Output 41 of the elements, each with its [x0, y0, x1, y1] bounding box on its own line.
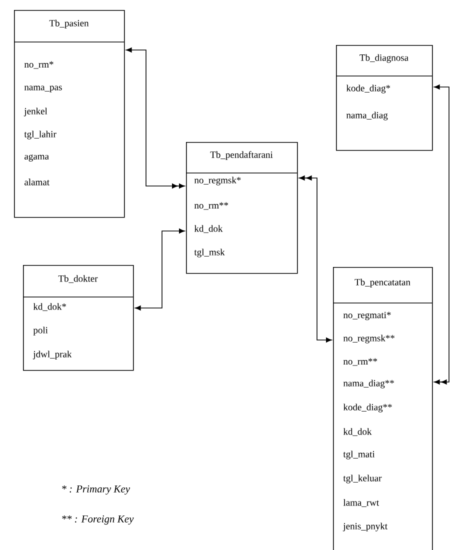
table-name: Tb_dokter	[58, 275, 98, 283]
field-name: tgl_msk	[194, 248, 225, 258]
table-name: Tb_pendaftarani	[210, 151, 273, 160]
legend-note: ** : Foreign Key	[62, 515, 134, 525]
relation-arrow	[134, 228, 185, 310]
field-name: kd_dok	[343, 428, 372, 436]
field-name: jdwl_prak	[32, 350, 72, 360]
field-name: no_rm*	[24, 61, 54, 69]
field-name: tgl_mati	[343, 450, 375, 460]
field-name: no_regmsk**	[343, 334, 394, 344]
field-name: poli	[33, 326, 48, 336]
table-box	[186, 142, 298, 274]
field-name: kd_dok*	[33, 303, 66, 311]
field-name: no_regmati*	[343, 312, 391, 320]
table-name: Tb_diagnosa	[360, 54, 408, 63]
relation-arrow	[126, 48, 185, 188]
field-name: tgl_keluar	[343, 474, 382, 484]
field-name: jenis_pnykt	[342, 522, 388, 532]
field-name: no_regmsk*	[194, 176, 241, 186]
legend-note: * : Primary Key	[62, 485, 130, 495]
relation-arrow	[298, 176, 332, 342]
table-name: Tb_pencatatan	[354, 278, 410, 288]
field-name: kode_diag**	[343, 404, 392, 412]
table-box	[14, 10, 125, 218]
table-box	[336, 45, 433, 151]
field-name: no_rm**	[194, 202, 228, 210]
field-name: no_rm**	[343, 358, 378, 366]
field-name: nama_diag**	[343, 380, 394, 388]
field-name: kode_diag*	[346, 84, 390, 94]
table-box	[22, 265, 134, 371]
field-name: lama_rwt	[343, 499, 380, 507]
field-name: nama_pas	[24, 86, 62, 92]
table-box	[332, 267, 433, 550]
field-name: alamat	[24, 178, 50, 186]
field-name: kd_dok	[194, 225, 223, 233]
field-name: jenkel	[24, 108, 48, 116]
table-name: Tb_pasien	[49, 20, 89, 28]
field-name: tgl_lahir	[24, 130, 56, 140]
field-name: nama_diag	[346, 112, 388, 120]
field-name: agama	[24, 154, 49, 162]
relation-arrow	[434, 84, 450, 384]
